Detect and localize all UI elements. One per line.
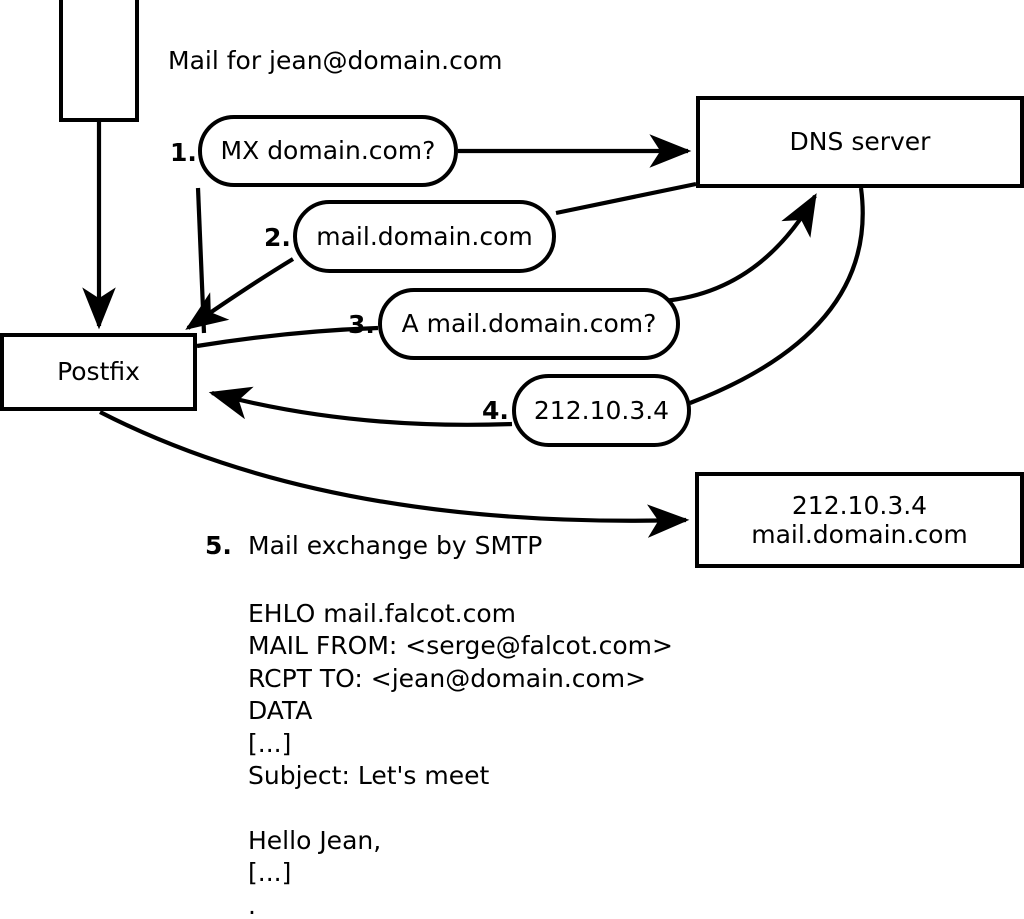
postfix-node[interactable]: Postfix bbox=[0, 333, 197, 411]
edge-msg4-to-postfix bbox=[208, 386, 513, 427]
edge-postfix-to-msg3 bbox=[196, 325, 379, 349]
message-bubble-2-label: mail.domain.com bbox=[316, 221, 533, 251]
edge-postfix-to-remote-mx bbox=[99, 410, 690, 538]
message-bubble-2[interactable]: mail.domain.com bbox=[293, 200, 556, 273]
postfix-label: Postfix bbox=[57, 357, 140, 387]
edge-postfix-to-msg1 bbox=[195, 187, 207, 334]
step-number-2: 2. bbox=[264, 223, 291, 252]
dns-server-label: DNS server bbox=[789, 127, 931, 157]
mail-for-title: Mail for jean@domain.com bbox=[168, 46, 503, 75]
remote-mx-node[interactable]: 212.10.3.4 mail.domain.com bbox=[695, 472, 1024, 568]
remote-mx-label: 212.10.3.4 mail.domain.com bbox=[751, 490, 968, 550]
step-number-3: 3. bbox=[348, 310, 375, 339]
message-bubble-4[interactable]: 212.10.3.4 bbox=[512, 374, 691, 447]
edge-msg3-to-dns bbox=[662, 193, 817, 304]
message-bubble-3[interactable]: A mail.domain.com? bbox=[378, 288, 680, 360]
smtp-transcript: EHLO mail.falcot.com MAIL FROM: <serge@f… bbox=[248, 599, 673, 919]
sender-box bbox=[59, 0, 139, 122]
message-bubble-1-label: MX domain.com? bbox=[220, 136, 436, 166]
message-bubble-4-label: 212.10.3.4 bbox=[533, 395, 670, 425]
dns-server-node[interactable]: DNS server bbox=[696, 96, 1024, 188]
step-number-4: 4. bbox=[482, 396, 509, 425]
message-bubble-1[interactable]: MX domain.com? bbox=[198, 115, 458, 187]
edge-dns-to-msg4 bbox=[689, 187, 865, 405]
step-number-1: 1. bbox=[170, 138, 197, 167]
edge-msg2-to-postfix bbox=[185, 257, 295, 330]
step-5-label: Mail exchange by SMTP bbox=[248, 531, 543, 560]
message-bubble-3-label: A mail.domain.com? bbox=[401, 309, 657, 339]
step-number-5: 5. bbox=[205, 531, 232, 560]
edge-dns-to-msg2 bbox=[555, 181, 697, 216]
